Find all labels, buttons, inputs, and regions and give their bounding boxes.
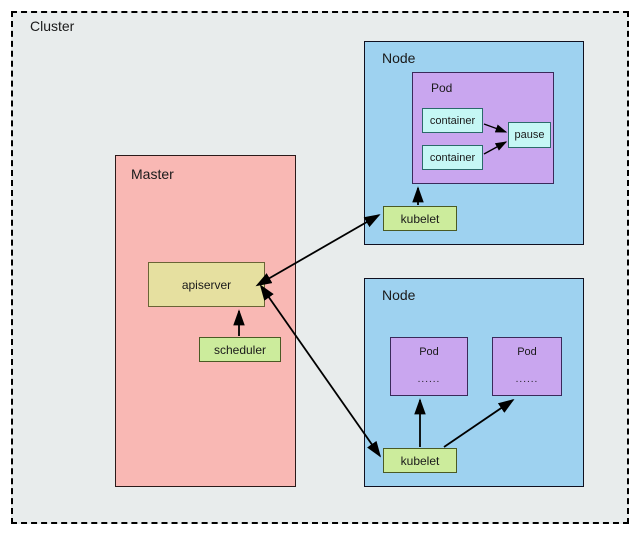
node-bottom-label: Node	[382, 287, 416, 303]
pod-bottom-left-label: Pod	[419, 346, 439, 358]
cluster-label: Cluster	[30, 18, 75, 34]
pod-bottom-right-label: Pod	[517, 346, 537, 358]
pause-container-box[interactable]: pause	[508, 122, 551, 148]
container-box-1[interactable]: container	[422, 108, 483, 133]
pod-bottom-left-detail: ......	[417, 374, 441, 385]
container-box-2[interactable]: container	[422, 145, 483, 170]
kubelet-box-bottom[interactable]: kubelet	[383, 448, 457, 473]
apiserver-box[interactable]: apiserver	[148, 262, 265, 307]
pod-top-label: Pod	[431, 81, 453, 95]
pod-bottom-left[interactable]: Pod ......	[390, 337, 468, 396]
master-container	[115, 155, 296, 487]
pod-bottom-right[interactable]: Pod ......	[492, 337, 562, 396]
master-label: Master	[131, 166, 174, 182]
node-top-label: Node	[382, 50, 416, 66]
kubelet-box-top[interactable]: kubelet	[383, 206, 457, 231]
pod-bottom-right-detail: ......	[515, 374, 539, 385]
scheduler-box[interactable]: scheduler	[199, 337, 281, 362]
